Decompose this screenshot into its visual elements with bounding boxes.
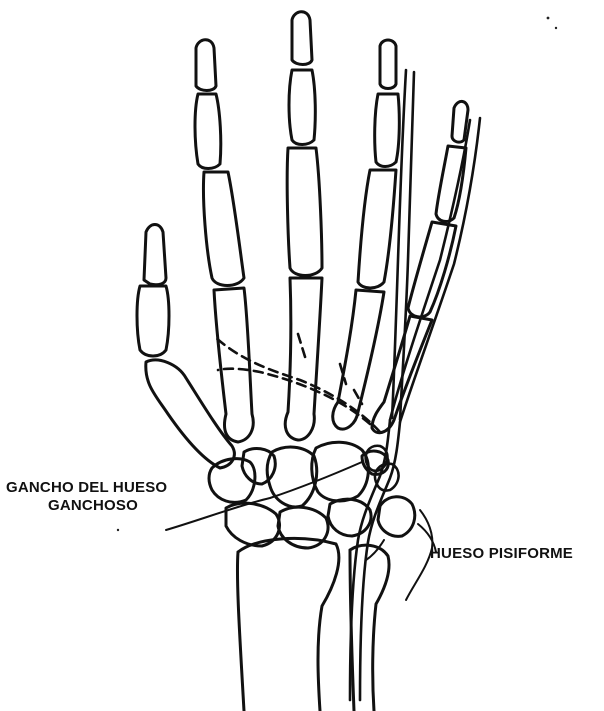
label-pisiform: HUESO PISIFORME — [430, 546, 573, 561]
nerve-main-trunk — [350, 420, 390, 700]
ring-middle-phalanx — [375, 94, 400, 167]
ulna — [350, 545, 389, 711]
thumb-proximal-phalanx — [137, 286, 169, 356]
middle-distal-phalanx — [292, 12, 312, 65]
label-hamulus-line1: GANCHO DEL HUESO — [6, 480, 167, 495]
middle-proximal-phalanx — [287, 148, 322, 276]
scan-speck — [117, 529, 119, 531]
index-middle-phalanx — [195, 94, 221, 169]
ring-distal-phalanx — [380, 40, 396, 89]
pisiform-bone — [378, 497, 415, 537]
index-proximal-phalanx — [203, 172, 244, 286]
middle-metacarpal — [285, 278, 322, 440]
middle-middle-phalanx — [289, 70, 315, 145]
deep-branch-path-2 — [218, 369, 370, 424]
index-distal-phalanx — [196, 40, 216, 91]
index-finger-bones — [195, 40, 253, 442]
index-metacarpal — [214, 288, 253, 442]
hypothenar-outline — [406, 510, 432, 600]
ring-metacarpal — [333, 290, 384, 429]
ring-proximal-phalanx — [358, 170, 396, 288]
soft-tissue-outlines — [366, 510, 432, 600]
label-hamulus-line2: GANCHOSO — [48, 498, 138, 513]
scan-speck — [555, 27, 557, 29]
scan-speck — [547, 17, 550, 20]
ulnar-nerve — [350, 70, 480, 700]
trapezium — [209, 459, 255, 503]
thumb-distal-phalanx — [144, 225, 166, 285]
little-distal-phalanx — [452, 101, 468, 142]
leader-hamulus — [166, 462, 362, 530]
radius — [237, 538, 338, 711]
little-proximal-phalanx — [408, 222, 456, 317]
